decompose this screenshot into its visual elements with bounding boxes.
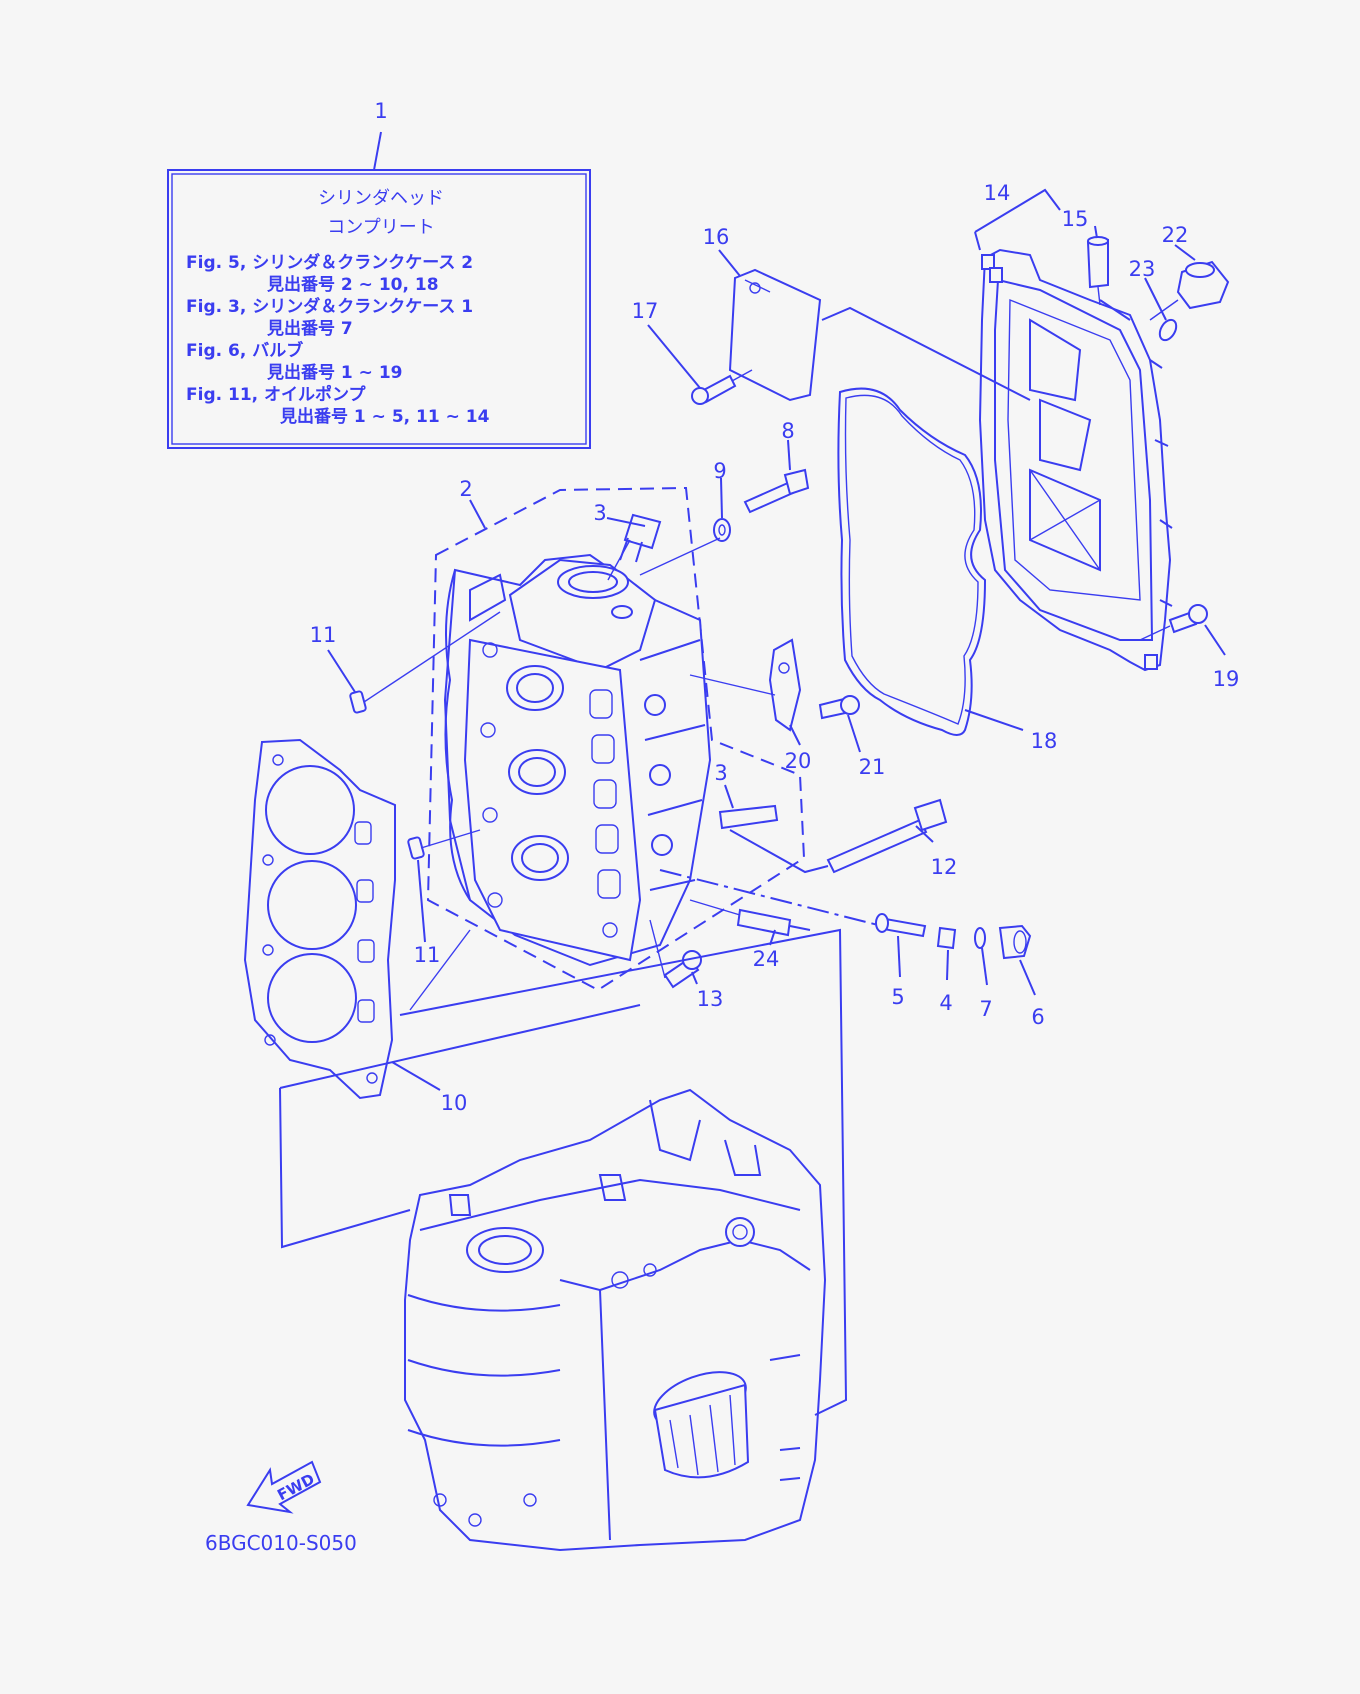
o-ring-7 — [974, 927, 986, 949]
cylinder-head-assembly-outline — [426, 486, 806, 992]
callout-10: 10 — [441, 1091, 468, 1115]
note-ref-fig11-items: 見出番号 1 ~ 5, 11 ~ 14 — [279, 406, 490, 427]
note-ref-fig6-items: 見出番号 1 ~ 19 — [266, 362, 403, 383]
cover-gasket — [837, 387, 987, 736]
callout-22: 22 — [1162, 223, 1189, 247]
plug-6 — [998, 924, 1032, 960]
bolt-13 — [663, 950, 702, 989]
callout-6: 6 — [1031, 1005, 1044, 1029]
bracket-line-14 — [974, 188, 1061, 251]
head-gasket — [243, 738, 396, 1100]
callout-1: 1 — [374, 99, 387, 123]
callout-18: 18 — [1031, 729, 1058, 753]
note-ref-fig5: Fig. 5, シリンダ＆クランクケース 2 — [186, 252, 473, 273]
bolt-21 — [818, 695, 860, 720]
collar-15 — [1086, 236, 1109, 289]
note-title-line1: シリンダヘッド — [318, 188, 444, 209]
spark-plug — [736, 908, 811, 937]
bolt-5 — [875, 913, 927, 938]
callout-7: 7 — [979, 997, 992, 1021]
callout-14: 14 — [984, 181, 1011, 205]
callout-5: 5 — [891, 985, 904, 1009]
callout-3-upper: 3 — [593, 501, 606, 525]
note-ref-fig11: Fig. 11, オイルポンプ — [186, 384, 367, 405]
callout-13: 13 — [697, 987, 724, 1011]
callout-9: 9 — [713, 459, 726, 483]
oil-filler-cap — [1176, 260, 1230, 310]
note-ref-fig5-items: 見出番号 2 ~ 10, 18 — [266, 274, 439, 295]
cylinder-head-cover — [978, 248, 1173, 672]
callout-20: 20 — [785, 749, 812, 773]
callout-3-lower: 3 — [714, 761, 727, 785]
callout-15: 15 — [1062, 207, 1089, 231]
bracket-line-block-left — [399, 928, 848, 1416]
cylinder-block — [404, 1088, 827, 1552]
callout-2: 2 — [459, 477, 472, 501]
dowel-pin-upper — [349, 690, 367, 714]
bolt-8 — [743, 468, 810, 514]
note-ref-fig6: Fig. 6, バルブ — [186, 340, 303, 361]
fwd-arrow-icon: FWD — [246, 1460, 322, 1514]
cover-plate — [768, 638, 802, 732]
callout-21: 21 — [859, 755, 886, 779]
cylinder-head — [443, 553, 712, 967]
diagram-code: 6BGC010-S050 — [205, 1531, 357, 1555]
callout-24: 24 — [753, 947, 780, 971]
bolt-17 — [691, 374, 737, 405]
note-ref-fig3-items: 見出番号 7 — [266, 318, 353, 339]
callout-16: 16 — [703, 225, 730, 249]
cover-gasket-plate — [728, 268, 822, 402]
callout-19: 19 — [1213, 667, 1240, 691]
callout-4: 4 — [939, 991, 952, 1015]
washer — [713, 518, 731, 542]
reference-note-box: シリンダヘッド コンプリート Fig. 5, シリンダ＆クランクケース 2 見出… — [167, 131, 591, 449]
callout-8: 8 — [781, 419, 794, 443]
callout-11-upper: 11 — [310, 623, 337, 647]
sleeve-4 — [936, 926, 957, 950]
stud-bolt-lower — [718, 804, 779, 830]
bolt-19 — [1168, 604, 1208, 634]
dowel-pin-lower — [407, 836, 425, 860]
callout-23: 23 — [1129, 257, 1156, 281]
long-bolt — [826, 798, 948, 874]
callout-11-lower: 11 — [414, 943, 441, 967]
o-ring-23 — [1158, 318, 1178, 342]
note-title-line2: コンプリート — [327, 217, 434, 238]
note-ref-fig3: Fig. 3, シリンダ＆クランクケース 1 — [186, 296, 473, 317]
callout-17: 17 — [632, 299, 659, 323]
callout-12: 12 — [931, 855, 958, 879]
